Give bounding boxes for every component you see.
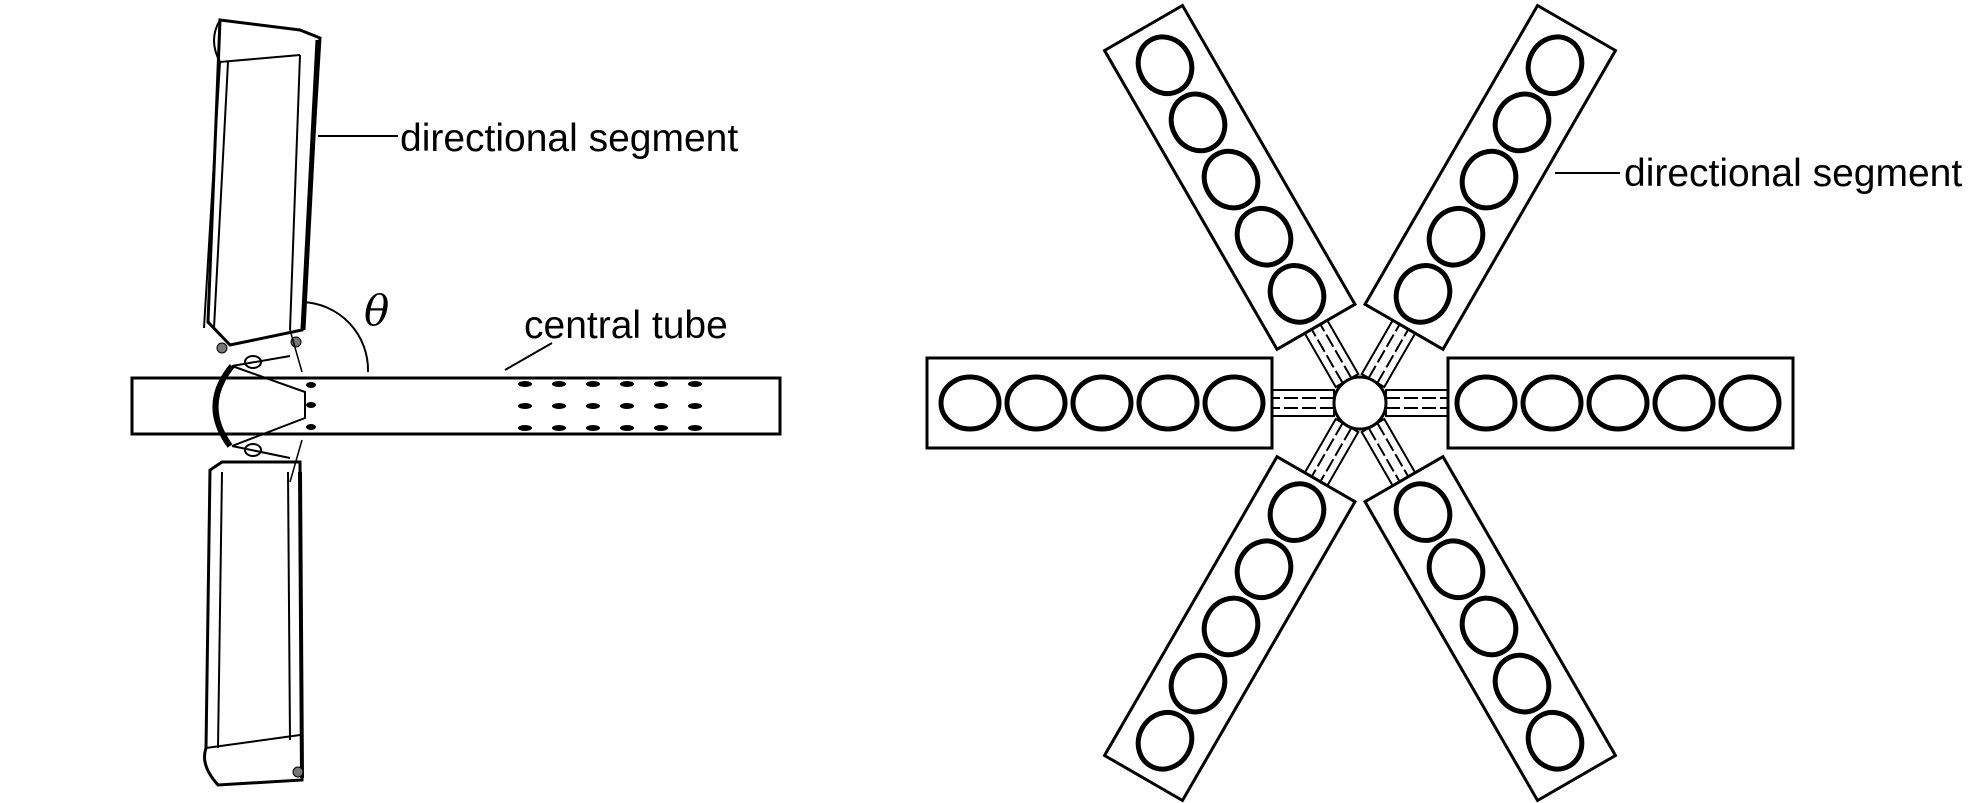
arm-hole xyxy=(1652,374,1716,432)
arm-connector-line xyxy=(1310,328,1344,384)
arm-hole xyxy=(1459,595,1519,658)
arm-hole xyxy=(1426,538,1486,601)
arm-hole xyxy=(1267,481,1327,543)
arm-hole xyxy=(1454,374,1518,432)
angle-theta-label: θ xyxy=(364,286,389,335)
arm-hole xyxy=(1004,374,1068,432)
arm-hole xyxy=(1234,205,1294,268)
arm-connector-line xyxy=(1367,323,1401,379)
side-view: θ directional segment central tube xyxy=(130,18,782,787)
arm-connector xyxy=(1271,389,1335,417)
arm-connector xyxy=(1385,389,1449,417)
arm-segment xyxy=(1446,356,1795,450)
right-directional-segment-label: directional segment xyxy=(1624,152,1962,195)
arm-connector-line xyxy=(1376,328,1410,384)
arm-hole xyxy=(1492,91,1552,154)
arm-connector-line xyxy=(1367,427,1401,483)
arm-hole xyxy=(1168,652,1228,715)
arm-hole xyxy=(1201,148,1261,211)
arm-hole xyxy=(1393,263,1453,325)
arm-hole xyxy=(1070,374,1134,432)
arm-hole xyxy=(1135,34,1195,97)
arm-segment xyxy=(1362,454,1618,803)
arm-hole xyxy=(1201,595,1261,658)
central-tube-label: central tube xyxy=(524,304,728,347)
top-view: directional segment xyxy=(925,3,1962,803)
arm-2 xyxy=(1360,417,1618,803)
arm-1 xyxy=(1385,356,1795,450)
arm-hole xyxy=(1586,374,1650,432)
arm-hole xyxy=(938,374,1002,432)
tube-leader-line xyxy=(504,342,553,371)
arm-hole xyxy=(1168,91,1228,154)
arm-hole xyxy=(1267,263,1327,325)
central-hub xyxy=(1332,375,1388,431)
tube-perforations xyxy=(518,381,702,431)
arm-hole xyxy=(1520,374,1584,432)
arm-segment xyxy=(1102,454,1358,803)
arm-hole xyxy=(1135,709,1195,772)
arm-hole xyxy=(1525,34,1585,97)
arm-hole xyxy=(1393,481,1453,543)
arm-5 xyxy=(1102,3,1360,389)
arm-hole xyxy=(1718,374,1782,432)
arm-6 xyxy=(1360,3,1618,389)
arm-hole xyxy=(1426,205,1486,268)
arm-4 xyxy=(925,356,1335,450)
arm-connector-line xyxy=(1319,323,1353,379)
arm-connector-line xyxy=(1319,427,1353,483)
arm-hole xyxy=(1492,652,1552,715)
arm-hole xyxy=(1234,538,1294,601)
upper-directional-segment xyxy=(203,18,322,354)
arm-hole xyxy=(1525,709,1585,772)
angle-arc xyxy=(301,301,370,373)
arms-group xyxy=(925,3,1795,803)
arm-segment xyxy=(1362,3,1618,352)
arm-hole xyxy=(1202,374,1266,432)
arm-hole xyxy=(1136,374,1200,432)
arm-hole xyxy=(1459,148,1519,211)
lower-directional-segment xyxy=(203,460,304,787)
central-tube xyxy=(130,329,782,483)
arm-segment xyxy=(925,356,1274,450)
arm-3 xyxy=(1102,417,1360,803)
directional-segment-label: directional segment xyxy=(400,117,738,160)
arm-segment xyxy=(1102,3,1358,352)
arm-connector-line xyxy=(1310,422,1344,478)
arm-connector-line xyxy=(1376,422,1410,478)
